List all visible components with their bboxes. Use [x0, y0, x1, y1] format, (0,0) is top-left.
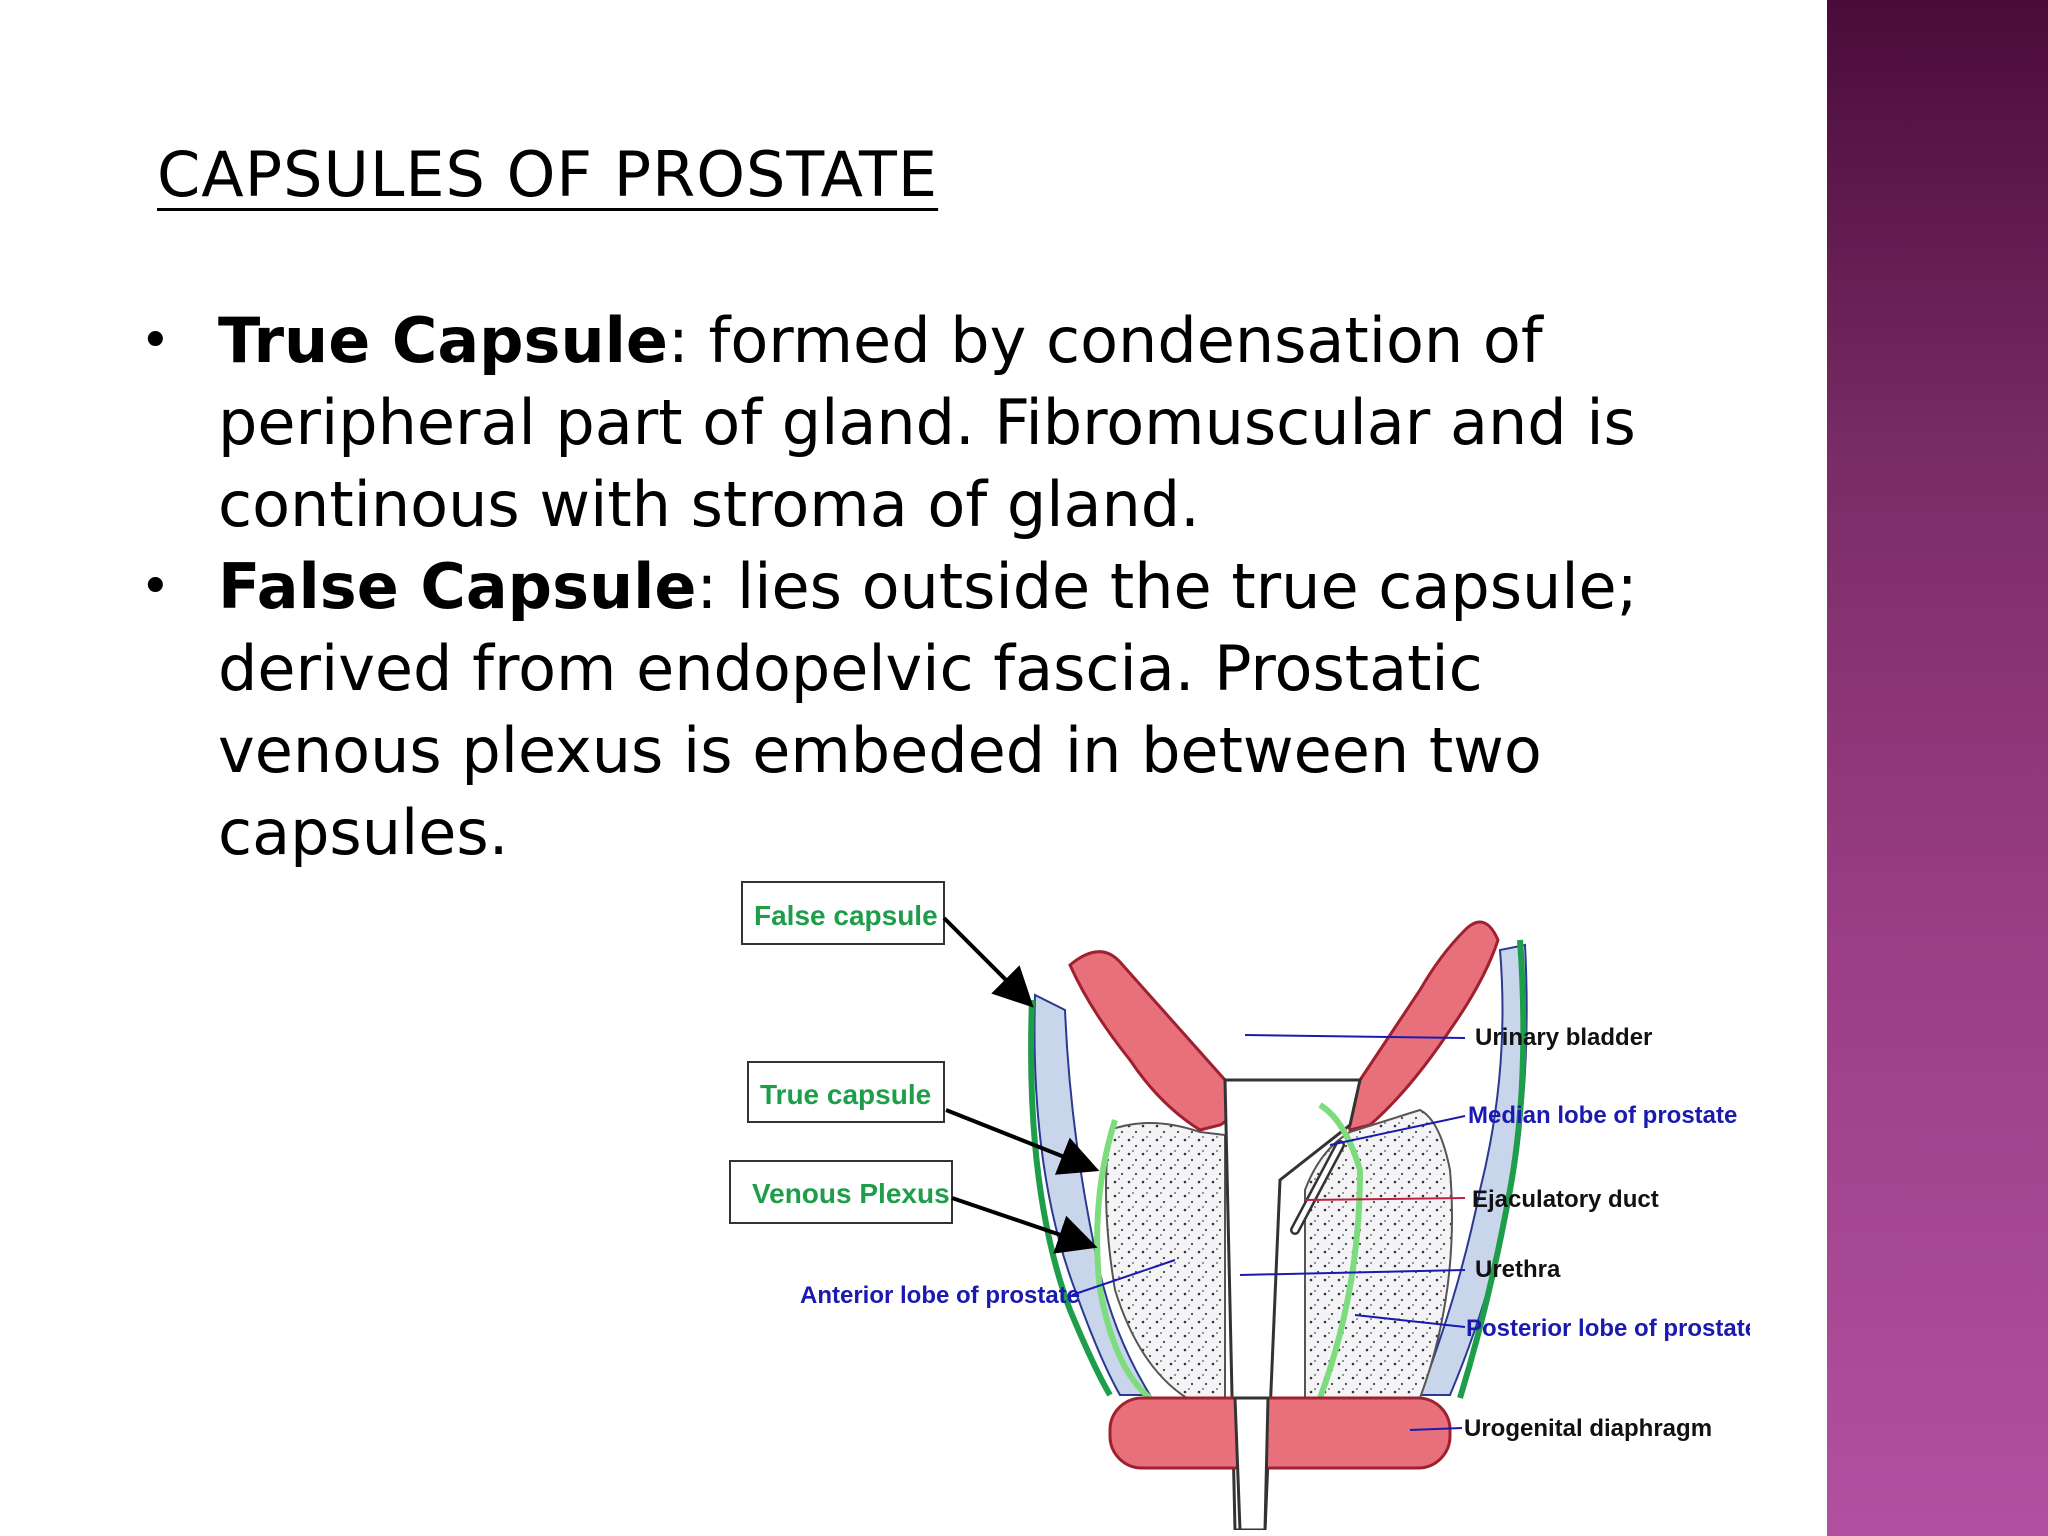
false-capsule-right — [1457, 939, 1527, 1399]
bullet-text: : formed by condensation of peripheral p… — [218, 304, 1636, 541]
urinary-bladder-label: Urinary bladder — [1475, 1024, 1652, 1051]
median-lobe-leader — [1329, 1115, 1466, 1146]
bullet-false-capsule: • False Capsule: lies outside the true c… — [140, 546, 1700, 874]
anterior-lobe-label: Anterior lobe of prostate — [800, 1282, 1080, 1309]
urethra-through-diaphragm — [1233, 1396, 1270, 1530]
urethra-label: Urethra — [1475, 1256, 1561, 1283]
prostate-left-lobe — [1105, 1122, 1226, 1401]
ejaculatory-duct-leader — [1304, 1197, 1466, 1201]
venous-plexus-label-box — [729, 1160, 953, 1224]
true-capsule-arrow — [945, 1108, 1100, 1175]
true-capsule-right — [1317, 1102, 1364, 1400]
bullet-term: False Capsule — [218, 550, 697, 623]
bullet-list: • True Capsule: formed by condensation o… — [140, 300, 1700, 874]
ejaculatory-duct-lumen — [1292, 1142, 1343, 1233]
prostate-right-lobe — [1304, 1108, 1453, 1399]
bullet-dot-icon: • — [140, 311, 171, 371]
posterior-lobe-label: Posterior lobe of prostate — [1466, 1315, 1750, 1342]
venous-plexus-label: Venous Plexus — [752, 1178, 950, 1209]
true-capsule-left — [1094, 1119, 1152, 1401]
bullet-true-capsule: • True Capsule: formed by condensation o… — [140, 300, 1700, 546]
anterior-lobe-leader — [1071, 1259, 1176, 1296]
true-capsule-label-box — [747, 1061, 945, 1123]
false-capsule-label: False capsule — [754, 900, 938, 931]
urogenital-diaphragm-label: Urogenital diaphragm — [1464, 1415, 1712, 1442]
venous-plexus-arrow — [951, 1196, 1098, 1254]
posterior-lobe-leader — [1354, 1314, 1466, 1328]
urethra-leader — [1239, 1269, 1466, 1276]
accent-side-bar — [1827, 0, 2048, 1536]
urogenital-diaphragm-leader — [1409, 1427, 1463, 1431]
prostate-capsules-diagram: False capsule True capsule Venous Plexus… — [729, 881, 1750, 1530]
median-lobe-label: Median lobe of prostate — [1468, 1102, 1737, 1129]
bullet-term: True Capsule — [218, 304, 668, 377]
slide-title: CAPSULES OF PROSTATE — [157, 138, 939, 211]
urogenital-diaphragm — [1108, 1396, 1452, 1470]
false-capsule-left — [1028, 999, 1113, 1397]
bullet-dot-icon: • — [140, 557, 171, 617]
bladder-wall-left — [1068, 950, 1233, 1132]
bullet-text: : lies outside the true capsule; derived… — [218, 550, 1638, 869]
urinary-bladder-leader — [1244, 1034, 1466, 1039]
false-capsule-arrow — [942, 916, 1034, 1008]
false-capsule-label-box — [741, 881, 945, 945]
ejaculatory-duct-label: Ejaculatory duct — [1472, 1186, 1659, 1213]
true-capsule-label: True capsule — [760, 1079, 931, 1110]
